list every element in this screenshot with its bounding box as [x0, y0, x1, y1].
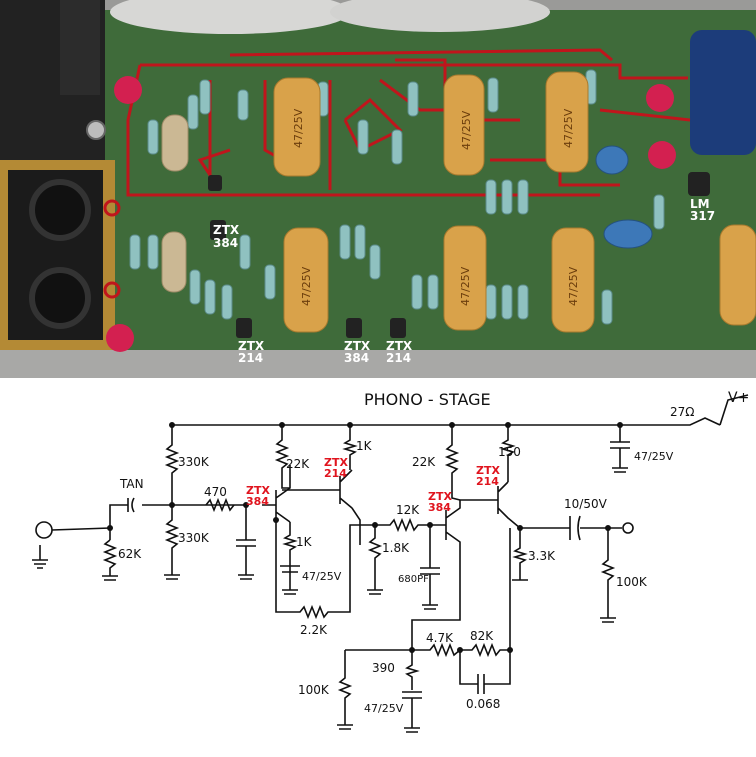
phono-stage-schematic: PHONO - STAGE — [0, 378, 756, 757]
q1-label-line1: ZTX — [246, 484, 270, 497]
label-ztx384-b-line2: 384 — [344, 351, 369, 365]
q3-label-line2: 384 — [428, 501, 451, 514]
circuit-board — [58, 10, 756, 365]
schematic-wires — [32, 394, 749, 733]
cap-6-label: 47/25V — [567, 266, 580, 306]
schematic-title: PHONO - STAGE — [364, 390, 491, 409]
label-100k-b: 100K — [616, 575, 648, 589]
label-150: 150 — [498, 445, 521, 459]
label-47-25v-a: 47/25V — [302, 570, 342, 583]
label-47-25v-b: 47/25V — [364, 702, 404, 715]
pcb-photo: 47/25V 47/25V 47/25V 47/25V 47/25V 47/25… — [0, 0, 756, 378]
label-22k-b: 22K — [412, 455, 436, 469]
rca-jack-bottom — [29, 267, 91, 329]
label-4-7k: 4.7K — [426, 631, 454, 645]
cap-2-label: 47/25V — [460, 110, 473, 150]
q2-label-line2: 214 — [324, 467, 347, 480]
label-ztx384-b-line1: ZTX — [344, 339, 371, 353]
label-680pf: 680PF — [398, 574, 429, 585]
label-ztx214-a-line2: 214 — [238, 351, 263, 365]
label-330k-top: 330K — [178, 455, 210, 469]
label-12k: 12K — [396, 503, 420, 517]
label-330k-bottom: 330K — [178, 531, 210, 545]
label-ztx214-b-line1: ZTX — [386, 339, 413, 353]
cap-6 — [551, 227, 595, 333]
label-3-3k: 3.3K — [528, 549, 556, 563]
cap-3 — [545, 71, 589, 173]
label-470: 470 — [204, 485, 227, 499]
label-ztx214-a-line1: ZTX — [238, 339, 265, 353]
label-100k-a: 100K — [298, 683, 330, 697]
cap-3-label: 47/25V — [562, 108, 575, 148]
label-22k-a: 22K — [286, 457, 310, 471]
label-ztx214-b-line2: 214 — [386, 351, 411, 365]
label-82k: 82K — [470, 629, 494, 643]
transistor-labels: ZTX 384 ZTX 214 ZTX 384 ZTX 214 — [246, 456, 500, 514]
q2-label-line1: ZTX — [324, 456, 348, 469]
label-2-2k: 2.2K — [300, 623, 328, 637]
label-1-8k: 1.8K — [382, 541, 410, 555]
label-tan: TAN — [119, 477, 144, 491]
q1-label-line2: 384 — [246, 495, 269, 508]
transistors — [208, 172, 710, 338]
label-lm317-line2: 317 — [690, 209, 715, 223]
cap-4 — [283, 227, 329, 333]
big-capacitor — [690, 30, 756, 155]
cap-4-label: 47/25V — [300, 266, 313, 306]
junctions — [107, 422, 623, 653]
cap-7 — [719, 224, 756, 326]
cap-2 — [443, 74, 485, 176]
label-1k-a: 1K — [356, 439, 373, 453]
label-ztx384-left-line2: 384 — [213, 236, 238, 250]
cap-1 — [273, 77, 321, 177]
rca-jack-top — [29, 179, 91, 241]
label-lm317-line1: LM — [690, 197, 710, 211]
label-10-50v: 10/50V — [564, 497, 608, 511]
label-ztx384-left-line1: ZTX — [213, 223, 240, 237]
q4-label-line1: ZTX — [476, 464, 500, 477]
test-posts — [106, 76, 676, 352]
cap-5-label: 47/25V — [459, 266, 472, 306]
label-390: 390 — [372, 661, 395, 675]
cap-1-label: 47/25V — [292, 108, 305, 148]
label-62k: 62K — [118, 547, 142, 561]
q4-label-line2: 214 — [476, 475, 499, 488]
gold-capacitors — [273, 71, 756, 333]
resistors — [129, 69, 665, 325]
photo-labels: ZTX 384 ZTX 214 ZTX 384 ZTX 214 LM 317 — [213, 197, 715, 365]
cap-5 — [443, 225, 487, 331]
label-47-25v-c: 47/25V — [634, 450, 674, 463]
label-1k-b: 1K — [296, 535, 313, 549]
label-vplus: V+ — [728, 390, 749, 406]
component-labels: TAN 62K 330K 330K 470 22K 1K 1K 47/25V 2… — [118, 390, 749, 715]
label-0-068: 0.068 — [466, 697, 500, 711]
q3-label-line1: ZTX — [428, 490, 452, 503]
label-27-ohm: 27Ω — [670, 405, 694, 419]
